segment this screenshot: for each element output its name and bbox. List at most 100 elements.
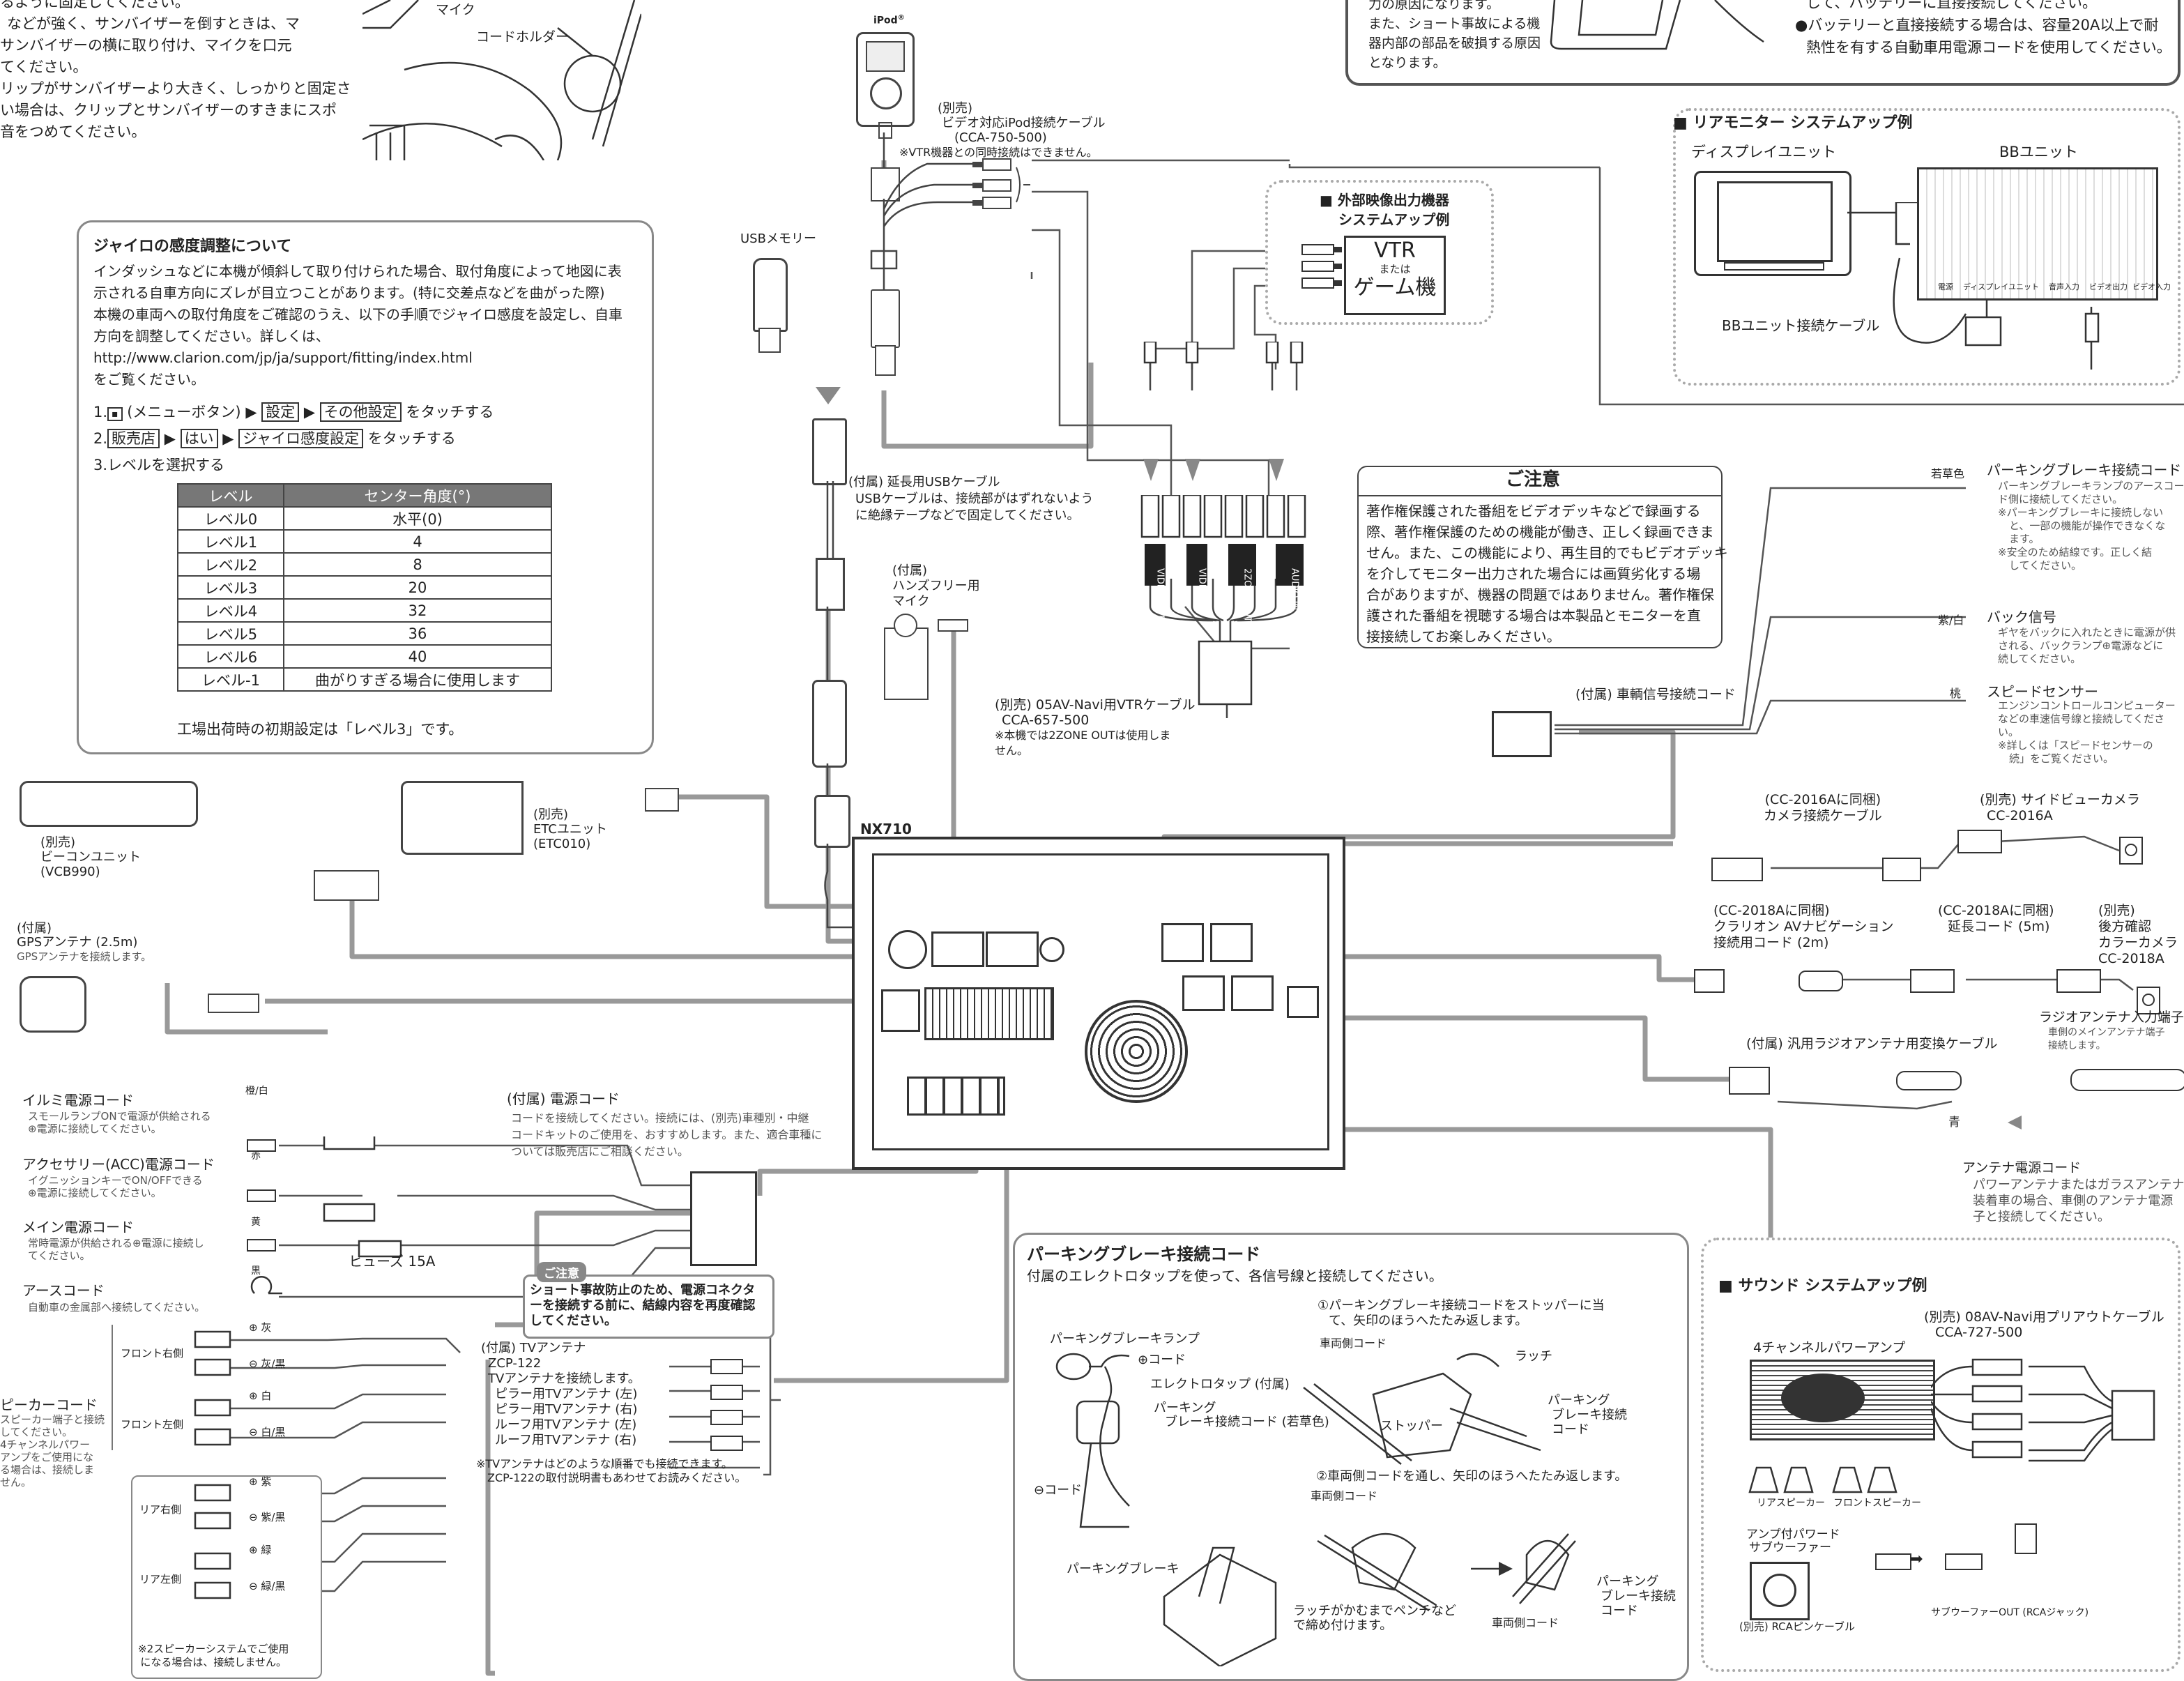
parking-brake-panel (1013, 1233, 1689, 1681)
table-header: レベル (177, 483, 284, 508)
nx710-label: NX710 (860, 821, 912, 837)
step2-suffix: をタッチする (367, 430, 456, 447)
copyright-caution-text: 著作権保護された番組をビデオデッキなどで録画する 際、著作権保護のための機能が働… (1366, 501, 1728, 647)
gyro-step1: 1.▪ (メニューボタン) ▶ 設定 ▶ その他設定 をタッチする (93, 402, 494, 422)
av-cord-line-1: クラリオン AVナビゲーション (1713, 919, 1894, 934)
display-screen (1717, 181, 1833, 262)
unit-port-power (924, 987, 1054, 1040)
preout-line-1: CCA-727-500 (1935, 1325, 2023, 1340)
acc-desc: イグニッションキーでON/OFFできる ⊕電源に接続してください。 (28, 1174, 203, 1199)
etc-line-1: ETCユニット (533, 822, 607, 837)
bb-unit-label: BBユニット (1999, 144, 2078, 160)
speaker-rr-plus: ⊕ 紫 (249, 1475, 272, 1488)
ipod-usb-tip (875, 345, 896, 376)
speaker-plugs (194, 1330, 231, 1599)
display-unit-label: ディスプレイユニット (1691, 144, 1837, 160)
display-unit-icon (1694, 171, 1851, 276)
short-caution-tag: ご注意 (537, 1262, 586, 1282)
pb-code-3: パーキング ブレーキ接続 コード (1596, 1574, 1676, 1618)
amp-logo (1781, 1374, 1865, 1422)
tv-model: ZCP-122 (488, 1356, 542, 1371)
pb-code2-2: コード (1552, 1422, 1589, 1437)
unit-port-1 (888, 930, 927, 969)
unit-port-mic (1039, 937, 1064, 962)
tv-line-1: ピラー用TVアンテナ (左) (495, 1387, 638, 1401)
side-cable-plug-left (1711, 858, 1763, 881)
antenna-power-line-0: パワーアンテナまたはガラスアンテナ (1973, 1178, 2184, 1192)
tv-note-1: ZCP-122の取付説明書もあわせてお読みください。 (487, 1471, 747, 1484)
bb-cable (1847, 202, 2100, 370)
bb-port-audio: 音声入力 (2049, 282, 2080, 291)
pb-code-2: パーキング ブレーキ接続 コード (1548, 1393, 1627, 1437)
dealer-button-label: 販売店 (107, 429, 160, 448)
mic-text-4: リップがサンバイザーより大きく、しっかりと固定さ (0, 80, 351, 97)
parking-etap-label: エレクトロタップ (付属) (1150, 1377, 1290, 1392)
front-speaker-label: フロントスピーカー (1833, 1498, 1921, 1509)
parking-panel-title: パーキングブレーキ接続コード (1027, 1245, 1261, 1264)
usb-ext-caption: (付属) 延長用USBケーブル USBケーブルは、接続部がはずれないよう に絶縁… (848, 474, 1094, 524)
usb-unit-connector (812, 680, 847, 768)
rear-camera-caption: (別売) 後方確認 カラーカメラ CC-2018A (2098, 903, 2178, 967)
ipod-cable-caption: (別売) ビデオ対応iPod接続ケーブル (CCA-750-500) ※VTR機… (899, 101, 1106, 160)
etc-line-2: (ETC010) (533, 837, 591, 851)
gyro-url: http://www.clarion.com/jp/ja/support/fit… (93, 349, 473, 366)
bb-port-display: ディスプレイユニット (1963, 282, 2040, 291)
pb-code2-1: ブレーキ接続 (1552, 1408, 1627, 1422)
copyright-caution-rule (1357, 495, 1721, 496)
battery-warning-right: して、バッテリーに直接接続してください。 ●バッテリーと直接接続する場合は、容量… (1795, 0, 2171, 59)
beacon-caption: (別売) ビーコンユニット (VCB990) (40, 835, 141, 879)
tv-title: (付属) TVアンテナ (481, 1341, 586, 1355)
vtr-port-video-in: VIDEO IN (1196, 568, 1207, 609)
parking-pb-code-1: ブレーキ接続コード (若草色) (1165, 1415, 1329, 1429)
antenna-power-title: アンテナ電源コード (1962, 1160, 2082, 1176)
parking-line-6: してください。 (2009, 559, 2082, 572)
table-cell: 32 (283, 598, 552, 623)
ext-cord-plug (1910, 969, 1955, 993)
radio-input-plug (2070, 1069, 2184, 1091)
rear-camera-line-0: (別売) (2098, 903, 2135, 918)
short-caution-text: ショート事故防止のため、電源コネクタ ーを接続する前に、結線内容を再度確認 して… (530, 1283, 755, 1329)
power-code-title: (付属) 電源コード (507, 1090, 620, 1107)
usb-ext-line-0: (付属) 延長用USBケーブル (848, 475, 1000, 489)
caution-line-2: せん。また、この機能により、再生目的でもビデオデッキ (1366, 545, 1728, 561)
sound-title: ■ サウンド システムアップ例 (1718, 1277, 1927, 1295)
subwoofer-out-label: サブウーファーOUT (RCAジャック) (1931, 1607, 2089, 1618)
parking-line-3: と、一部の機能が操作できなくな (2009, 519, 2166, 532)
usb-memory-tip (758, 328, 781, 353)
wire-color-speed: 桃 (1950, 687, 1962, 700)
parking-plus-code: ⊕コード (1138, 1353, 1186, 1367)
tv-lines: TVアンテナを接続します。 ピラー用TVアンテナ (左) ピラー用TVアンテナ … (488, 1371, 641, 1448)
battery-warning-left: 力の原因になります。 また、ショート事故による機 器内部の部品を破損する原因 と… (1368, 0, 1541, 73)
pb-code2-0: パーキング (1548, 1393, 1610, 1408)
arrow-right-icon: ▶ (222, 430, 239, 447)
parking-line-4: ます。 (2009, 533, 2040, 545)
antenna-power-desc: パワーアンテナまたはガラスアンテナ 装着車の場合、車側のアンテナ電源 子と接続し… (1973, 1177, 2184, 1225)
speaker-line-0: スピーカー端子と接続 (0, 1413, 105, 1426)
unit-port-fuse (907, 1077, 1005, 1116)
power-cord-plugs (247, 1136, 402, 1295)
vtr-cable-line-0: (別売) 05AV-Navi用VTRケーブル (995, 697, 1196, 713)
illumi-color: 橙/白 (245, 1086, 268, 1097)
radio-input-line-1: 接続します。 (2048, 1040, 2106, 1051)
yes-button-label: はい (180, 429, 218, 448)
gyro-line-2: 本機の車両への取付角度をご確認のうえ、以下の手順でジャイロ感度を設定し、自車 (93, 306, 623, 323)
power-code-line-1: コードキットのご使用を、おすすめします。また、適合車種に (511, 1128, 823, 1141)
vtr-jack-drawing (1140, 494, 1306, 586)
back-line-1: される、バックランプ⊕電源などに (1998, 639, 2164, 652)
ground-color: 黒 (251, 1265, 261, 1277)
arrow-right-icon: ➡ (1910, 1551, 1923, 1568)
side-camera-caption: (別売) サイドビューカメラ CC-2016A (1980, 792, 2140, 824)
front-speaker-bracket (112, 1325, 113, 1450)
av-cord-caption: (CC-2018Aに同梱) クラリオン AVナビゲーション 接続用コード (2m… (1713, 903, 1893, 951)
mic-text-1: などが強く、サンバイザーを倒すときは、マ (7, 15, 300, 32)
main-power-title: メイン電源コード (22, 1219, 134, 1235)
ground-desc: 自動車の金属部へ接続してください。 (28, 1301, 206, 1314)
parking-step2: ②車両側コードを通し、矢印のほうへたたみ返します。 (1316, 1469, 1628, 1484)
power-code-line-0: コードを接続してください。接続には、(別売)車種別・中継 (511, 1111, 809, 1125)
radio-input-line-0: 車側のメインアンテナ端子 (2048, 1027, 2165, 1038)
display-buttons (1724, 262, 1824, 271)
ipod-cable-line-1: ビデオ対応iPod接続ケーブル (942, 116, 1106, 130)
antenna-power-line-2: 子と接続してください。 (1973, 1210, 2110, 1224)
warning-left-2: 器内部の部品を破損する原因 (1368, 36, 1541, 51)
